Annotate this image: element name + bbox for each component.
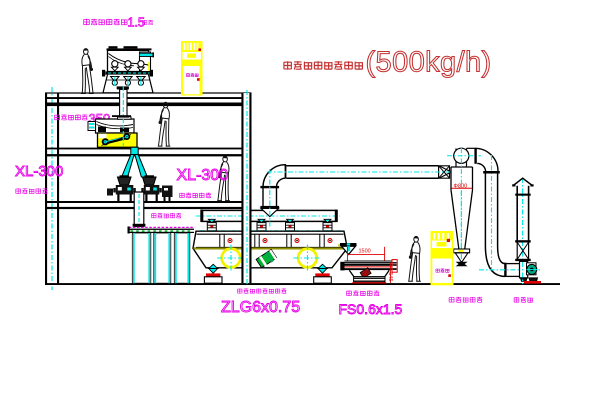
svg-text:Φ800: Φ800 [454, 184, 468, 190]
svg-text:ZLG6x0.75: ZLG6x0.75 [221, 299, 300, 316]
svg-text:XL-300: XL-300 [177, 167, 229, 184]
svg-text:(500kg/h): (500kg/h) [366, 47, 492, 79]
svg-text:545: 545 [387, 272, 393, 281]
svg-text:XL-300: XL-300 [15, 163, 63, 180]
svg-text:FS0.6x1.5: FS0.6x1.5 [339, 301, 403, 317]
svg-text:1.5: 1.5 [128, 16, 145, 30]
svg-text:1500: 1500 [359, 249, 371, 255]
